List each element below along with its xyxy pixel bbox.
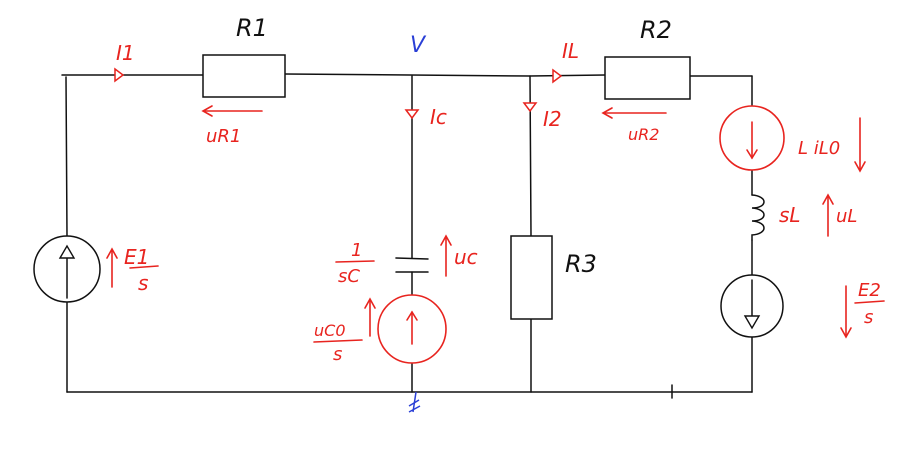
label-uc0-num: uC0: [314, 321, 346, 340]
voltage-source-e2: [720, 274, 784, 338]
label-l-il0: L iL0: [798, 138, 840, 159]
resistor-r3: [510, 235, 553, 320]
label-uc0-den: s: [333, 344, 342, 365]
label-c-den: sC: [338, 266, 360, 287]
current-arrows: [114, 67, 563, 120]
voltage-source-uc0: [377, 294, 447, 364]
voltage-source-e1: [33, 235, 101, 303]
label-r2: R2: [640, 16, 672, 44]
label-sl: sL: [779, 203, 801, 227]
label-e2-den: s: [864, 307, 873, 328]
inductor: [751, 194, 765, 241]
current-source-l-il0: [719, 105, 785, 171]
voltage-arrows: [106, 105, 866, 339]
resistor-r1: [202, 54, 286, 98]
label-c-num: 1: [351, 240, 362, 261]
label-ur1: uR1: [206, 126, 241, 147]
resistor-r2: [604, 56, 691, 100]
label-ur2: uR2: [628, 125, 659, 144]
label-node-v: V: [410, 33, 427, 58]
label-i2: I2: [543, 107, 562, 131]
label-uc: uc: [454, 245, 478, 269]
label-e2-num: E2: [858, 280, 881, 301]
label-e1-den: s: [138, 271, 148, 295]
label-r3: R3: [565, 250, 597, 278]
label-il: IL: [562, 39, 579, 63]
label-e1-num: E1: [124, 245, 149, 269]
fraction-bars: [129, 260, 885, 343]
capacitor: [395, 257, 429, 273]
label-ul: uL: [836, 206, 857, 227]
label-i1: I1: [116, 41, 135, 65]
label-ic: Ic: [430, 105, 447, 129]
ground-mark: [408, 391, 421, 413]
label-r1: R1: [236, 14, 268, 42]
